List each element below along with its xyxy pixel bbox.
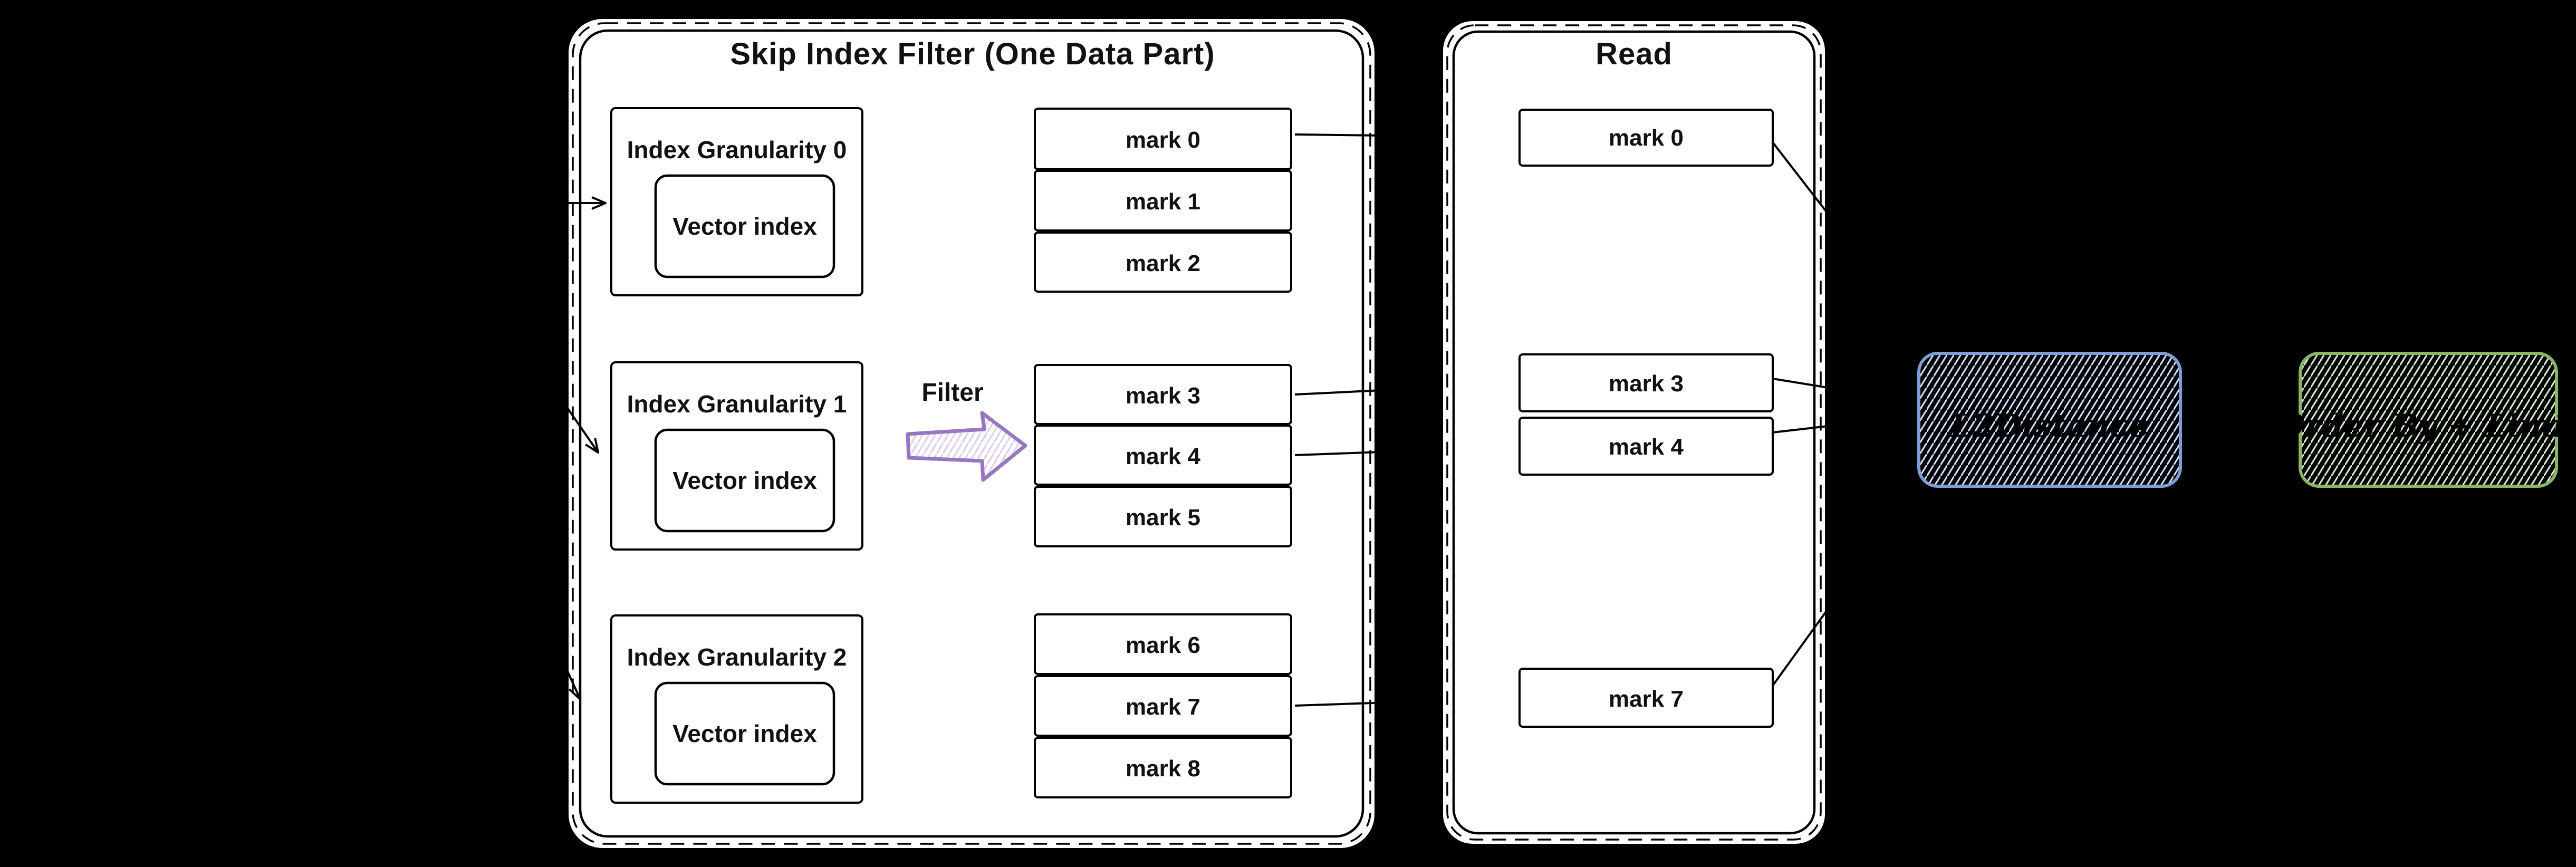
read-mark-4-label: mark 4 [1609,434,1684,460]
index-granularity-0-box: Index Granularity 0 Vector index [610,107,863,296]
read-mark3-out-line [1772,378,1883,398]
mark-2-label: mark 2 [1126,251,1200,276]
skip-index-filter-panel: Skip Index Filter (One Data Part) Index … [539,19,1374,848]
mark-1-box [1034,170,1292,232]
mark-6-box [1034,613,1292,675]
mark-row-2: mark 2 [1034,232,1292,293]
mark-row-0: mark 0 [1034,108,1292,170]
mark-0-label: mark 0 [1126,127,1200,153]
read-output-lines [1772,141,1884,687]
mark-5-box [1034,486,1292,547]
vector-index-0-label: Vector index [672,213,817,240]
filter-arrow-icon [906,411,1027,482]
read-mark-4-row: mark 4 [1518,417,1774,476]
mark-3-label: mark 3 [1126,383,1200,409]
read-mark-0-label: mark 0 [1609,125,1684,151]
mark-7-label: mark 7 [1126,694,1200,720]
read-panel: Read mark 0 mark 3 mark 4 mark 7 [1443,21,1884,844]
skip-panel-title: Skip Index Filter (One Data Part) [730,37,1215,71]
distance-box-label: L2Distance [1949,408,2149,445]
entry-arrow-granularity-1 [545,377,599,454]
read-panel-border [1452,30,1816,835]
read-mark7-out-line [1772,532,1884,687]
granularity-0-label: Index Granularity 0 [627,136,847,163]
mark-row-8: mark 8 [1034,737,1292,798]
vector-index-0-outline [654,174,835,278]
filter-label: Filter [921,379,983,407]
read-mark-0-row: mark 0 [1518,109,1774,167]
mark-6-label: mark 6 [1126,632,1200,658]
filter-annotation: Filter [906,379,1027,482]
mark-row-5: mark 5 [1034,486,1292,547]
vector-index-2-outline [654,681,835,786]
granularity-2-label: Index Granularity 2 [627,643,847,671]
read-mark-7-label: mark 7 [1609,686,1684,712]
granularity-entry-arrows [539,196,607,700]
read-mark-7-box [1518,668,1774,728]
mark-8-label: mark 8 [1126,756,1200,782]
mark-row-7: mark 7 [1034,675,1292,737]
read-mark0-out-line [1772,141,1884,286]
mark-2-box [1034,232,1292,293]
distance-box [1917,352,2182,488]
index-granularity-1-box: Index Granularity 1 Vector index [610,361,863,551]
mark-8-box [1034,737,1292,798]
mark-row-3: mark 3 [1034,364,1292,425]
read-mark-0-box [1518,109,1774,167]
mark-1-label: mark 1 [1126,189,1200,215]
index-granularity-2-box: Index Granularity 2 Vector index [610,614,863,804]
orderby-stage: Order By + Limit [2277,352,2576,488]
mark-row-4: mark 4 [1034,425,1292,486]
read-mark-3-box [1518,353,1774,412]
granularity-1-label: Index Granularity 1 [627,390,847,418]
mark-3-box [1034,364,1292,425]
vector-index-1-outline [654,428,835,533]
mark-row-6: mark 6 [1034,613,1292,675]
mark-0-box [1034,108,1292,170]
skip-panel-border [579,29,1364,838]
entry-arrow-granularity-2 [544,622,581,700]
skip-panel-dashed-border [572,22,1371,845]
skip-panel-marks: mark 0 mark 1 mark 2 mark 3 mark 4 mark … [1034,108,1292,798]
read-mark-4-box [1518,417,1774,476]
orderby-box-label: Order By + Limit [2277,408,2576,445]
read-panel-title: Read [1595,37,1673,71]
orderby-box [2299,352,2558,488]
read-mark4-out-line [1772,419,1883,434]
read-mark-3-label: mark 3 [1609,371,1684,397]
mark-7-box [1034,675,1292,737]
distance-stage: L2Distance [1917,352,2182,488]
read-mark-7-row: mark 7 [1518,668,1774,728]
read-mark-3-row: mark 3 [1518,353,1774,412]
mark-5-label: mark 5 [1126,505,1200,531]
vector-index-1-label: Vector index [672,467,817,494]
mark-4-box [1034,425,1292,486]
read-panel-dashed-border [1446,24,1822,841]
vector-index-2-label: Vector index [672,720,817,747]
mark-row-1: mark 1 [1034,170,1292,232]
mark-4-label: mark 4 [1126,444,1200,469]
